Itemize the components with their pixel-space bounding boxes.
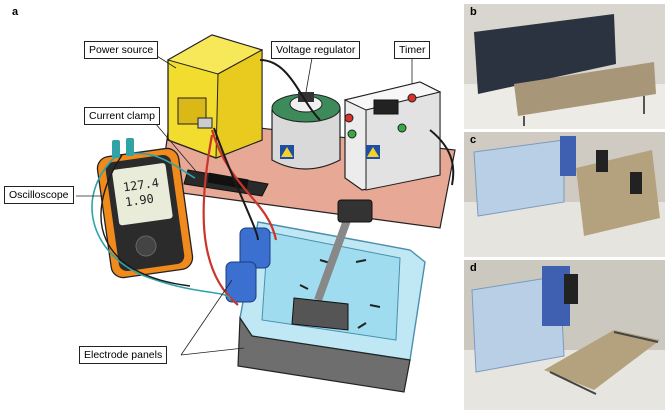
- oscilloscope-screen: [112, 163, 173, 226]
- cable-black-1: [213, 127, 259, 241]
- timer-warning-icon: [367, 147, 379, 157]
- callout-current-clamp: Current clamp: [84, 107, 160, 125]
- photo-b-dark-panel: [474, 14, 616, 94]
- cable-red-1: [210, 129, 278, 241]
- timer-red-button: [407, 93, 417, 103]
- cable-black-2: [259, 59, 321, 121]
- probe-teal-2: [126, 138, 134, 156]
- cable-teal-1: [91, 155, 231, 301]
- callout-timer: Timer: [394, 41, 431, 59]
- power-source: [166, 34, 264, 159]
- probe-teal-1: [112, 140, 120, 158]
- photo-d-metal-frame: [544, 330, 660, 390]
- oscilloscope-readout: 127.4 1.90: [122, 176, 162, 211]
- callout-electrode-panels: Electrode panels: [79, 346, 168, 364]
- photo-b: [464, 4, 665, 129]
- photo-d-tank: [471, 275, 565, 373]
- photo-d-image: [464, 260, 665, 410]
- photo-d: [464, 260, 665, 410]
- timer-display: [373, 99, 399, 115]
- leader-current-clamp: [154, 122, 201, 177]
- cable-black-osc: [100, 154, 191, 287]
- photo-b-image: [464, 4, 665, 129]
- timer-green-button: [397, 123, 407, 133]
- cable-black-3: [429, 129, 455, 186]
- callout-voltage-regulator: Voltage regulator: [271, 41, 361, 59]
- cable-teal-2: [129, 152, 196, 179]
- tank: [225, 199, 426, 393]
- photo-c-image: [464, 132, 665, 257]
- leader-voltage-regulator: [305, 57, 313, 93]
- paddle-rod: [314, 210, 354, 302]
- fish-3: [299, 284, 309, 290]
- electrode-panel-front: [237, 316, 411, 393]
- paddle-clamp: [337, 199, 373, 223]
- voltage-regulator: [271, 92, 341, 170]
- electrode-holder-bottom: [225, 261, 257, 303]
- paddle-blade: [291, 297, 349, 331]
- photo-b-metal-panel: [514, 62, 656, 116]
- callout-oscilloscope: Oscilloscope: [4, 186, 74, 204]
- panel-label-d: d: [470, 262, 477, 274]
- panel-label-a: a: [12, 6, 19, 18]
- photo-c-tank: [473, 139, 565, 217]
- fish-5: [357, 322, 367, 329]
- fish-4: [369, 304, 381, 308]
- panel-label-c: c: [470, 134, 477, 146]
- photo-c: [464, 132, 665, 257]
- oscilloscope: [96, 138, 194, 279]
- fish-2: [355, 259, 367, 263]
- photo-c-blue-holder: [560, 136, 576, 176]
- timer-red-button-2: [344, 113, 354, 123]
- leader-electrode-2: [180, 347, 245, 356]
- timer-box: [343, 81, 442, 191]
- panel-label-b: b: [470, 6, 477, 18]
- callout-power-source: Power source: [84, 41, 159, 59]
- timer-green-button-2: [347, 129, 357, 139]
- leader-electrode-1: [180, 279, 233, 356]
